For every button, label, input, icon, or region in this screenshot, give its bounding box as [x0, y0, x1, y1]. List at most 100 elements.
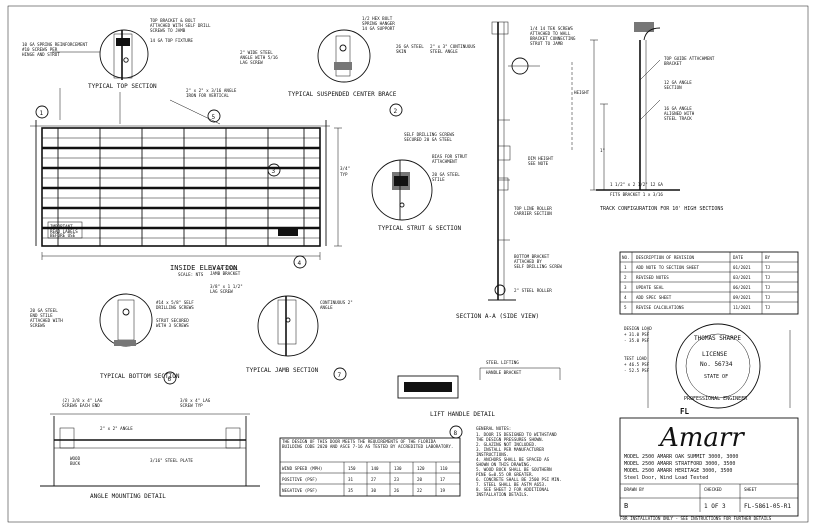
svg-text:SHOWN ON THIS DRAWING.: SHOWN ON THIS DRAWING. — [476, 462, 531, 467]
section-a-a: 1/4 14 TEK SCREWS ATTACHED TO WALL BRACK… — [430, 21, 576, 320]
svg-text:CONTINUOUS 2": CONTINUOUS 2" — [320, 300, 353, 305]
svg-text:2" x 2" x 3/16 ANGLE: 2" x 2" x 3/16 ANGLE — [186, 88, 237, 93]
title-block: Amarr MODEL 2500 AMARR OAK SUMMIT 3000, … — [619, 417, 799, 517]
svg-text:#14 x 5/8" SELF: #14 x 5/8" SELF — [156, 300, 194, 305]
svg-text:HINGE AND STRUT: HINGE AND STRUT — [22, 52, 60, 57]
svg-text:TYPICAL BOTTOM SECTION: TYPICAL BOTTOM SECTION — [100, 373, 180, 380]
svg-text:5: 5 — [624, 305, 627, 310]
svg-text:LIFT HANDLE DETAIL: LIFT HANDLE DETAIL — [430, 411, 495, 418]
svg-text:1/4 14 TEK SCREWS: 1/4 14 TEK SCREWS — [530, 26, 573, 31]
engineer-seal: THOMAS SHARPE LICENSE No. 56734 STATE OF… — [647, 323, 791, 416]
svg-text:4. ANCHORS SHALL BE SPACED AS: 4. ANCHORS SHALL BE SPACED AS — [476, 457, 550, 462]
svg-text:3/16" STEEL PLATE: 3/16" STEEL PLATE — [150, 458, 193, 463]
general-notes: GENERAL NOTES: 1. DOOR IS DESIGNED TO WI… — [476, 426, 562, 497]
callout-bubbles: 1 5 3 4 2 6 7 8 — [35, 103, 463, 439]
svg-text:1 1/2" x 2 1/2" 12 GA: 1 1/2" x 2 1/2" 12 GA — [610, 182, 663, 187]
svg-text:STEEL TRACK: STEEL TRACK — [664, 116, 692, 121]
svg-text:STEEL ANGLE: STEEL ANGLE — [430, 49, 458, 54]
svg-text:8: 8 — [454, 430, 458, 437]
svg-text:30: 30 — [371, 488, 377, 493]
svg-text:TJ: TJ — [765, 285, 770, 290]
svg-text:11/2021: 11/2021 — [733, 305, 751, 310]
svg-text:+ 46.5 PSF: + 46.5 PSF — [624, 362, 650, 367]
seal-side-notes: DESIGN LOAD + 31.0 PSF - 35.0 PSF TEST L… — [624, 326, 652, 373]
svg-text:ANGLE MOUNTING DETAIL: ANGLE MOUNTING DETAIL — [90, 493, 166, 500]
svg-text:TOP BRACKET & BOLT: TOP BRACKET & BOLT — [150, 18, 196, 23]
detail-angle-mounting: (2) 3/8 x 4" LAG SCREWS EACH END 3/8 x 4… — [40, 398, 260, 500]
svg-text:ATTACHED WITH: ATTACHED WITH — [30, 318, 63, 323]
fl-mark: FL — [680, 407, 690, 416]
svg-text:BRACKET: BRACKET — [664, 61, 682, 66]
svg-text:10 GA SPRING REINFORCEMENT: 10 GA SPRING REINFORCEMENT — [22, 42, 88, 47]
svg-text:SKIN: SKIN — [396, 49, 407, 54]
svg-text:POSITIVE (PSF): POSITIVE (PSF) — [282, 477, 317, 482]
svg-text:NEGATIVE (PSF): NEGATIVE (PSF) — [282, 488, 317, 493]
svg-text:SCALE: NTS: SCALE: NTS — [178, 272, 204, 277]
svg-text:26: 26 — [394, 488, 400, 493]
svg-text:HEIGHT: HEIGHT — [574, 90, 590, 95]
svg-text:5: 5 — [212, 114, 216, 121]
svg-text:BOTTOM BRACKET: BOTTOM BRACKET — [514, 254, 550, 259]
svg-text:150: 150 — [348, 466, 356, 471]
svg-text:WIND SPEED (MPH): WIND SPEED (MPH) — [282, 466, 322, 471]
svg-text:ADD SPEC SHEET: ADD SPEC SHEET — [636, 295, 672, 300]
amarr-logo: Amarr — [658, 423, 745, 453]
svg-text:PROFESSIONAL ENGINEER: PROFESSIONAL ENGINEER — [684, 396, 748, 402]
svg-text:ALIGNED WITH: ALIGNED WITH — [664, 111, 695, 116]
svg-text:4: 4 — [624, 295, 627, 300]
svg-text:STRUT TO JAMB: STRUT TO JAMB — [530, 41, 563, 46]
svg-text:DRILLING SCREWS: DRILLING SCREWS — [156, 305, 194, 310]
svg-text:END STILE: END STILE — [30, 313, 53, 318]
svg-text:20 GA STEEL: 20 GA STEEL — [30, 308, 58, 313]
svg-text:BIAS FOR STRUT: BIAS FOR STRUT — [432, 154, 468, 159]
svg-text:1. DOOR IS DESIGNED TO WITHSTA: 1. DOOR IS DESIGNED TO WITHSTAND — [476, 432, 557, 437]
svg-text:TOP GUIDE ATTACHMENT: TOP GUIDE ATTACHMENT — [664, 56, 715, 61]
svg-text:STEEL LIFTING: STEEL LIFTING — [486, 360, 519, 365]
inside-elevation-title: INSIDE ELEVATION — [170, 264, 237, 272]
svg-text:TJ: TJ — [765, 265, 770, 270]
detail-strut-section: SELF DRILLING SCREWS SECURED 20 GA STEEL… — [340, 132, 468, 232]
svg-text:ATTACHED WITH SELF DRILL: ATTACHED WITH SELF DRILL — [150, 23, 211, 28]
svg-text:TRACK CONFIGURATION FOR 10' HI: TRACK CONFIGURATION FOR 10' HIGH SECTION… — [600, 206, 723, 212]
svg-text:20 GA STEEL: 20 GA STEEL — [432, 172, 460, 177]
svg-text:1": 1" — [600, 148, 605, 153]
svg-text:4: 4 — [298, 260, 302, 267]
svg-text:20: 20 — [417, 477, 423, 482]
svg-text:TJ: TJ — [765, 295, 770, 300]
svg-text:WOOD: WOOD — [70, 456, 81, 461]
svg-text:JAMB BRACKET: JAMB BRACKET — [210, 271, 241, 276]
svg-text:3. INSTALL PER MANUFACTURER: 3. INSTALL PER MANUFACTURER — [476, 447, 545, 452]
detail-center-brace: 1/2 HEX BOLT SPRING HANGER 14 GA SUPPORT… — [186, 16, 424, 98]
svg-text:IMPORTANT: IMPORTANT — [50, 224, 73, 229]
svg-text:SCREWS: SCREWS — [30, 323, 46, 328]
svg-text:- 52.5 PSF: - 52.5 PSF — [624, 368, 650, 373]
svg-text:14 GA TOP FIXTURE: 14 GA TOP FIXTURE — [150, 38, 193, 43]
svg-text:INSTRUCTIONS.: INSTRUCTIONS. — [476, 452, 509, 457]
svg-text:2: 2 — [624, 275, 627, 280]
svg-text:31: 31 — [348, 477, 354, 482]
svg-text:TOP LINE ROLLER: TOP LINE ROLLER — [514, 206, 552, 211]
svg-text:THE DESIGN PRESSURES SHOWN.: THE DESIGN PRESSURES SHOWN. — [476, 437, 544, 442]
svg-text:7. STEEL SHALL BE ASTM A653.: 7. STEEL SHALL BE ASTM A653. — [476, 482, 547, 487]
svg-text:2: 2 — [394, 108, 398, 115]
svg-text:SECTION A-A (SIDE VIEW): SECTION A-A (SIDE VIEW) — [456, 313, 539, 320]
svg-text:READ LABELS: READ LABELS — [50, 229, 78, 234]
svg-text:FITS BRACKET 1 x 3/16: FITS BRACKET 1 x 3/16 — [610, 192, 663, 197]
svg-text:26 GA STEEL: 26 GA STEEL — [396, 44, 424, 49]
svg-text:DESIGN LOAD: DESIGN LOAD — [624, 326, 652, 331]
svg-text:BY: BY — [765, 255, 771, 260]
svg-text:TYPICAL TOP SECTION: TYPICAL TOP SECTION — [88, 83, 157, 90]
svg-text:REVISED NOTES: REVISED NOTES — [636, 275, 669, 280]
svg-text:ATTACHMENT: ATTACHMENT — [432, 159, 458, 164]
svg-text:DATE: DATE — [733, 255, 744, 260]
detail-top-section: 10 GA SPRING REINFORCEMENT #10 SCREWS PE… — [22, 18, 211, 90]
svg-text:SCREWS EACH END: SCREWS EACH END — [62, 403, 100, 408]
svg-text:UPDATE SEAL: UPDATE SEAL — [636, 285, 664, 290]
svg-text:23: 23 — [394, 477, 400, 482]
svg-text:PINE G=0.55 OR GREATER.: PINE G=0.55 OR GREATER. — [476, 472, 534, 477]
svg-text:SELF DRILLING SCREW: SELF DRILLING SCREW — [514, 264, 562, 269]
svg-text:2" x 3" CONTINUOUS: 2" x 3" CONTINUOUS — [430, 44, 476, 49]
svg-text:3/4": 3/4" — [340, 166, 350, 171]
svg-text:STILE: STILE — [432, 177, 445, 182]
